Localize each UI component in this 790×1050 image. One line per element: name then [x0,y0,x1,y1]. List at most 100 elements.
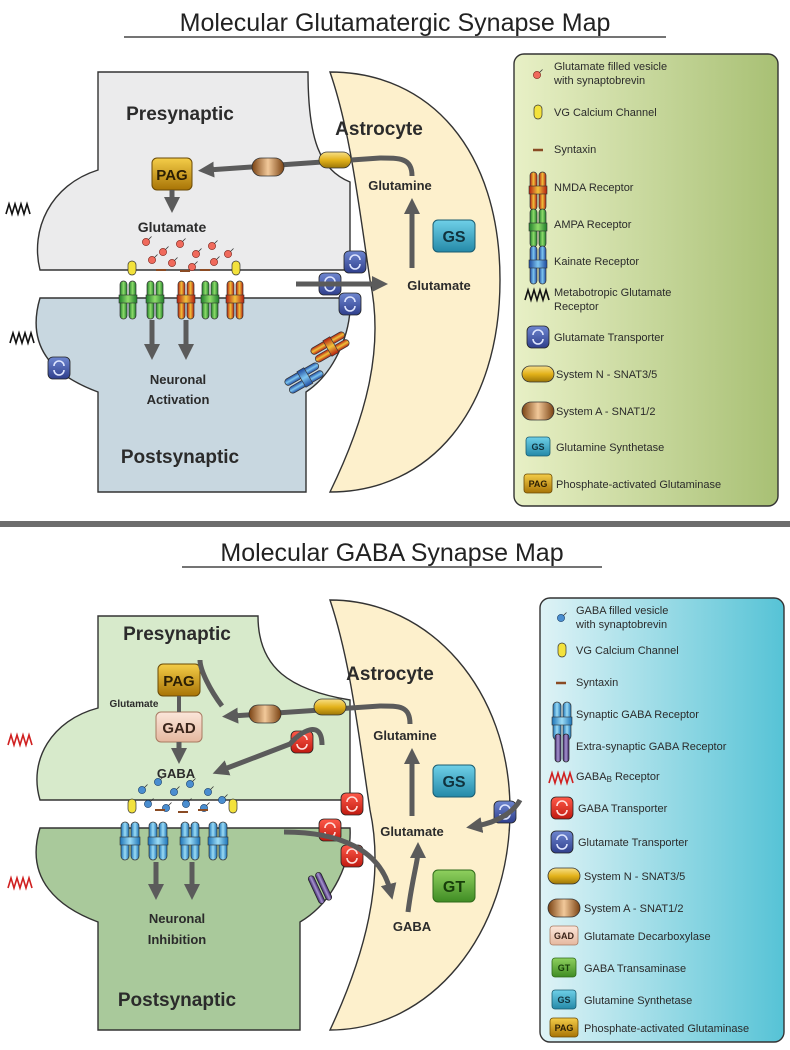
legend-synaptic-gaba-label: Synaptic GABA Receptor [576,709,699,721]
glu-astrocyte-label: Astrocyte [335,119,423,140]
legend-calcium-channel-icon [533,104,543,120]
glu-presynaptic-terminal [36,71,351,271]
legend-calcium-label: VG Calcium Channel [554,107,657,119]
glu-legend-panel [513,53,779,507]
gaba-gad-text: GAD [162,720,196,737]
legend-extrasynaptic-gaba-label: Extra-synaptic GABA Receptor [576,741,727,753]
glu-gs-text: GS [442,229,465,246]
legend-gs-label: Glutamine Synthetase [556,442,664,454]
legend-gaba-gs-icon-text: GS [557,995,570,1005]
glu-post-transporter [47,356,71,380]
legend-gaba-pag-label: Phosphate-activated Glutaminase [584,1023,749,1035]
gaba-outcome-line2: Inhibition [148,932,207,947]
glu-glutamate-label: Glutamate [138,219,207,235]
gaba-presynaptic-label: Presynaptic [123,624,231,645]
glu-astro-transporter-1 [343,250,367,274]
glu-outcome-line2: Activation [147,392,210,407]
gaba-postsynaptic-label: Postsynaptic [118,990,237,1011]
legend-gs-icon [525,436,551,457]
glu-presynaptic-label: Presynaptic [126,104,234,125]
legend-pag-icon [523,473,553,494]
legend-gaba-glu-transporter-icon [550,830,574,854]
legend-syntaxin-label: Syntaxin [554,144,596,156]
gaba-glutamine-shuttle-arrow [222,703,413,725]
gaba-gt-arrow [405,842,426,913]
legend-glu-vesicle-line1: Glutamate filled vesicle [554,61,667,73]
section-divider [0,521,790,527]
legend-gabab-suffix: Receptor [612,771,660,783]
gaba-calcium-channel-left [127,798,137,814]
gaba-calcium-channel-right [228,798,238,814]
gaba-astro-gaba-label: GABA [393,919,432,934]
gaba-gt-box [432,869,476,903]
gaba-syntaxin [155,809,208,813]
gaba-glu-uptake-arrow [466,798,523,833]
gaba-presynaptic-terminal [36,615,351,801]
legend-system-n-label: System N - SNAT3/5 [556,369,657,381]
legend-gt-label: GABA Transaminase [584,963,686,975]
legend-pag-icon-text: PAG [529,479,548,489]
gaba-pag-text: PAG [163,673,194,690]
glu-postsynaptic-terminal [35,297,351,493]
legend-gaba-pag-icon-text: PAG [555,1023,574,1033]
legend-gad-label: Glutamate Decarboxylase [584,931,711,943]
legend-glu-vesicle-line2: with synaptobrevin [553,75,645,87]
glu-pag-text: PAG [156,167,187,184]
legend-nmda-label: NMDA Receptor [554,182,634,194]
legend-gaba-vesicle-line2: with synaptobrevin [575,619,667,631]
gaba-pre-gabab-icon [7,732,33,748]
legend-system-a-icon [521,401,555,421]
legend-gaba-pag-icon [549,1017,579,1038]
gaba-gt-text: GT [443,879,465,896]
gaba-astrocyte-label: Astrocyte [346,664,434,685]
gaba-gaba-label: GABA [157,766,196,781]
glu-glutamine-shuttle-arrow [198,155,415,178]
legend-gad-icon-text: GAD [554,931,575,941]
legend-gaba-transporter-icon [550,796,574,820]
gaba-shuttle-to-pag-arrow [197,659,225,708]
legend-gabab-subscript: B [607,775,612,784]
glu-calcium-channel-right [231,260,241,276]
legend-gabab-icon [548,770,574,786]
legend-mglur-line1: Metabotropic Glutamate [554,287,671,299]
glu-system-n-transporter [318,151,352,169]
legend-gs-icon-text: GS [531,442,544,452]
gaba-pre-glutamate-label: Glutamate [110,699,159,710]
legend-gaba-system-n-label: System N - SNAT3/5 [584,871,685,883]
gaba-system-n-transporter [313,698,347,716]
legend-ampa-label: AMPA Receptor [554,219,632,231]
glutamate-map-title-text: Molecular Glutamatergic Synapse Map [180,9,611,37]
legend-gaba-calcium-icon [557,642,567,658]
gaba-astro-transporter-1 [340,792,364,816]
legend-gaba-vesicle-line1: GABA filled vesicle [576,605,668,617]
glu-syntaxin [156,269,210,272]
gaba-outcome-line1: Neuronal [149,911,205,926]
legend-gaba-gs-icon [551,989,577,1010]
legend-gaba-syntaxin-label: Syntaxin [576,677,618,689]
legend-gaba-glu-transporter-label: Glutamate Transporter [578,837,688,849]
legend-gaba-calcium-label: VG Calcium Channel [576,645,679,657]
gaba-system-a-transporter [248,704,282,724]
gaba-uptake-arrow [283,829,397,900]
gaba-post-gabab-icon [7,875,33,891]
glu-outcome-line1: Neuronal [150,372,206,387]
glu-astrocyte [328,71,501,493]
glu-glutamine-label: Glutamine [368,178,432,193]
glutamate-map-title: Molecular Glutamatergic Synapse Map [124,9,666,38]
legend-extrasynaptic-gaba-icon [554,733,570,763]
gaba-extrasynaptic-receptor [307,872,333,904]
gaba-legend: GABA filled vesicle with synaptobrevin V… [539,597,785,1043]
gaba-legend-panel [539,597,785,1043]
gaba-astro-glutamate-label: Glutamate [380,824,444,839]
glu-legend: Glutamate filled vesicle with synaptobre… [513,53,779,507]
legend-gt-icon-text: GT [558,963,571,973]
gaba-gs-text: GS [442,774,465,791]
legend-gaba-transporter-label: GABA Transporter [578,803,668,815]
gaba-gs-box [432,764,476,798]
legend-system-a-label: System A - SNAT1/2 [556,406,655,418]
legend-gt-icon [551,957,577,978]
glu-gs-box [432,219,476,253]
gaba-map-title-text: Molecular GABA Synapse Map [220,539,563,567]
